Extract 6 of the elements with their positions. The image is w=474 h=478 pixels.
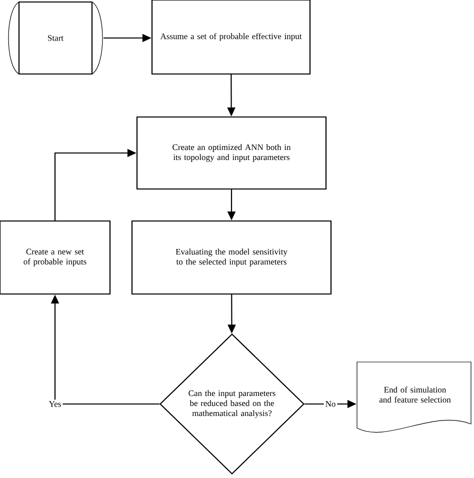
process-box: Create an optimized ANN both in its topology and input parameters	[136, 116, 327, 190]
process-box: Assume a set of probable effective input	[151, 0, 311, 75]
process-box: Evaluating the model sensitivity to the selected input parameters	[131, 220, 332, 295]
process-box: Create a new set of probable inputs	[0, 220, 111, 295]
edge-label: Yes	[47, 400, 63, 408]
edge-label: No	[324, 400, 338, 408]
